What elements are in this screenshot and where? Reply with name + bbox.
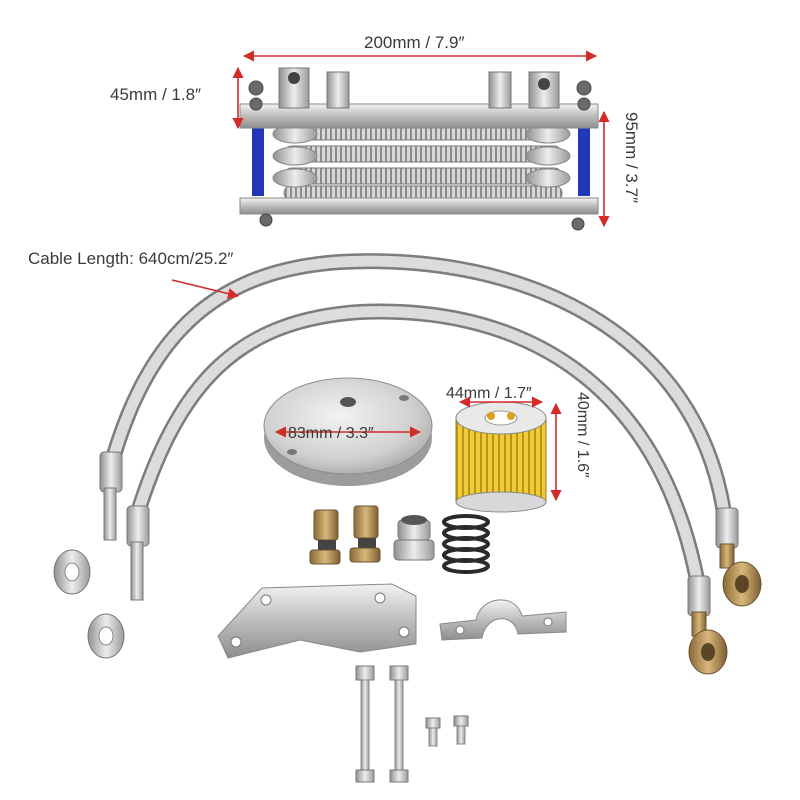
braided-hoses [104, 253, 733, 593]
oil-cooler [239, 67, 599, 231]
cap-diameter-label: 83mm / 3.3″ [288, 425, 374, 442]
width-label: 200mm / 7.9″ [364, 33, 465, 52]
height-right-label: 95mm / 3.7″ [622, 112, 641, 204]
filter-cap [263, 377, 433, 486]
spring [442, 514, 490, 574]
mounting-bracket [217, 583, 417, 659]
hose-fittings [53, 451, 762, 675]
filter-width-label: 44mm / 1.7″ [446, 385, 532, 402]
pipe-clamp [439, 599, 567, 641]
oil-filter [455, 401, 547, 513]
height-left-label: 45mm / 1.8″ [110, 85, 202, 104]
cable-length-label: Cable Length: 640cm/25.2″ [28, 249, 234, 268]
banjo-bolts [309, 505, 435, 565]
dimension-arrows [171, 50, 610, 502]
filter-height-label: 40mm / 1.6″ [574, 392, 591, 478]
bolts [355, 665, 469, 783]
